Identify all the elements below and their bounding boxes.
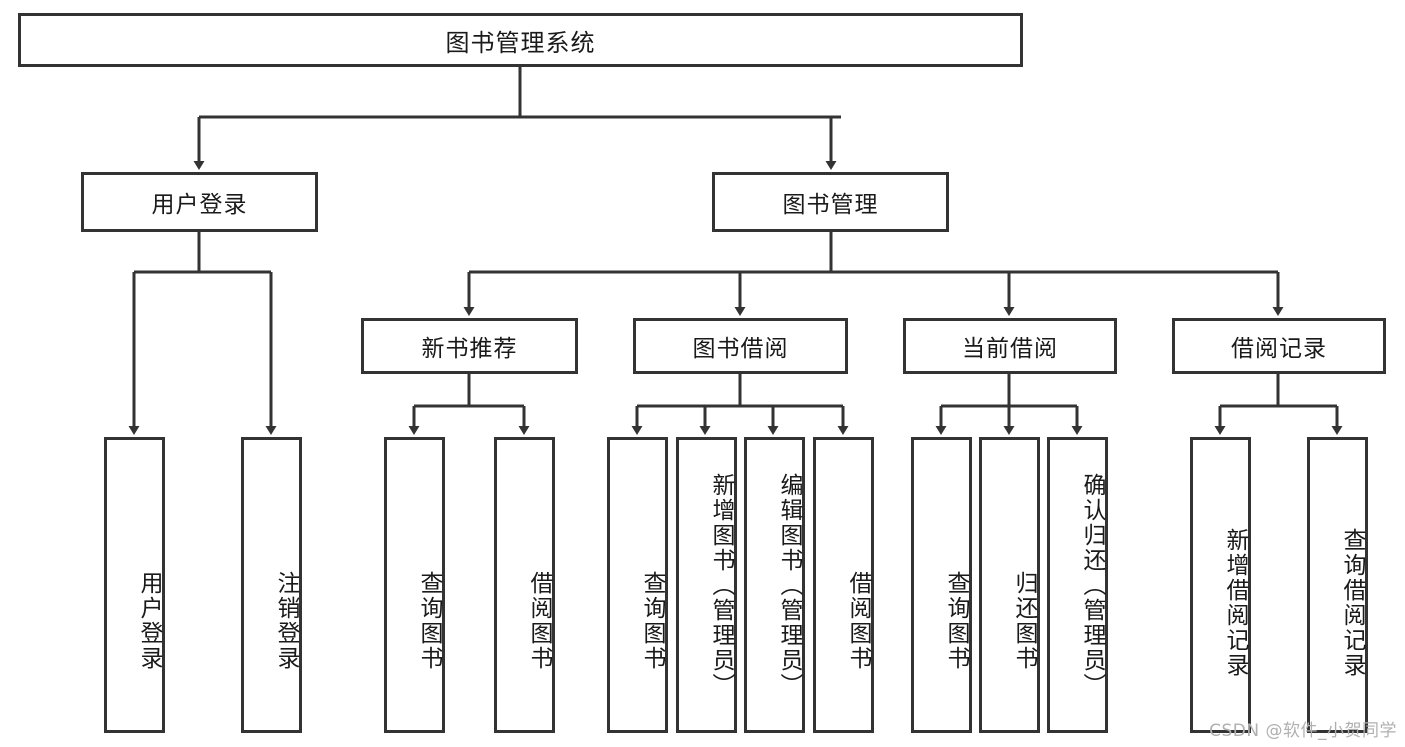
node-borrow-record[interactable]: 借阅记录: [1172, 318, 1386, 374]
leaf-current-confirm-return-admin[interactable]: 确认归还（管理员）: [1047, 437, 1108, 733]
node-new-book-recommend[interactable]: 新书推荐: [361, 318, 578, 374]
leaf-label: 用户登录: [136, 571, 162, 671]
node-root-label: 图书管理系统: [445, 28, 596, 57]
leaf-current-query-book[interactable]: 查询图书: [911, 437, 972, 733]
node-current-borrow-label: 当前借阅: [962, 336, 1058, 362]
node-borrow-record-label: 借阅记录: [1231, 336, 1327, 362]
leaf-recommend-query-book[interactable]: 查询图书: [384, 437, 445, 733]
leaf-label: 编辑图书（管理员）: [776, 472, 802, 698]
node-root[interactable]: 图书管理系统: [18, 13, 1023, 67]
leaf-record-query-record[interactable]: 查询借阅记录: [1307, 437, 1368, 733]
leaf-borrow-borrow-book[interactable]: 借阅图书: [813, 437, 874, 733]
leaf-label: 新增借阅记录: [1222, 528, 1248, 678]
leaf-label: 注销登录: [273, 571, 299, 671]
node-book-borrow[interactable]: 图书借阅: [633, 318, 848, 374]
node-user-login-label: 用户登录: [151, 192, 248, 218]
leaf-current-return-book[interactable]: 归还图书: [979, 437, 1040, 733]
leaf-user-login-logout[interactable]: 注销登录: [241, 437, 302, 733]
leaf-borrow-query-book[interactable]: 查询图书: [607, 437, 668, 733]
leaf-label: 查询图书: [416, 571, 442, 671]
leaf-label: 查询图书: [943, 571, 969, 671]
leaf-record-add-record[interactable]: 新增借阅记录: [1190, 437, 1251, 733]
leaf-label: 新增图书（管理员）: [708, 472, 734, 698]
leaf-borrow-edit-book-admin[interactable]: 编辑图书（管理员）: [744, 437, 805, 733]
leaf-label: 借阅图书: [845, 571, 871, 671]
leaf-label: 查询图书: [639, 571, 665, 671]
node-new-book-recommend-label: 新书推荐: [421, 336, 518, 362]
leaf-label: 查询借阅记录: [1339, 528, 1365, 678]
node-user-login[interactable]: 用户登录: [81, 172, 318, 232]
leaf-label: 借阅图书: [526, 571, 552, 671]
node-book-management[interactable]: 图书管理: [712, 172, 949, 232]
node-current-borrow[interactable]: 当前借阅: [903, 318, 1117, 374]
leaf-user-login-login[interactable]: 用户登录: [104, 437, 165, 733]
leaf-label: 确认归还（管理员）: [1079, 472, 1105, 698]
leaf-recommend-borrow-book[interactable]: 借阅图书: [494, 437, 555, 733]
node-book-management-label: 图书管理: [782, 192, 879, 218]
node-book-borrow-label: 图书借阅: [692, 336, 789, 362]
leaf-label: 归还图书: [1011, 571, 1037, 671]
leaf-borrow-add-book-admin[interactable]: 新增图书（管理员）: [676, 437, 737, 733]
